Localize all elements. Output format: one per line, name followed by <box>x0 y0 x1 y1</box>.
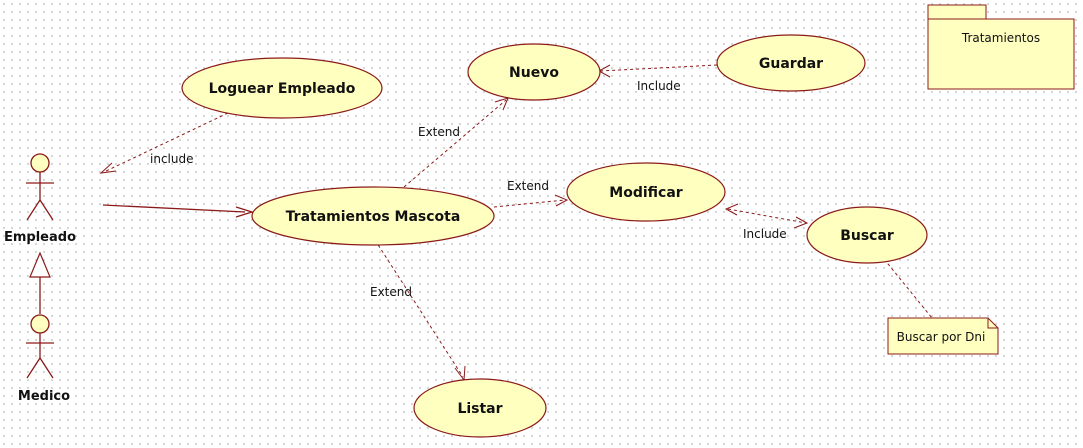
include-line-loguear[interactable] <box>103 112 229 173</box>
actor-medico[interactable] <box>26 314 54 379</box>
actor-leg-right <box>39 199 54 221</box>
package-tab <box>927 4 987 20</box>
association-arrowhead <box>235 206 255 218</box>
note-text: Buscar por Dni <box>897 330 986 344</box>
relations <box>39 64 933 382</box>
extend-arrowhead-modificar <box>554 194 569 207</box>
package-label: Tratamientos <box>961 31 1040 45</box>
include-line-guardar[interactable] <box>599 64 718 72</box>
association-line[interactable] <box>102 204 246 213</box>
usecase-label: Buscar <box>840 228 894 244</box>
usecase-tratamientos-mascota[interactable]: Tratamientos Mascota <box>251 186 495 246</box>
include-arrowhead-loguear <box>99 162 117 174</box>
usecase-label: Tratamientos Mascota <box>286 209 461 225</box>
note-body <box>887 317 999 355</box>
usecase-label: Modificar <box>609 185 682 201</box>
label-include-buscar: Include <box>743 227 787 241</box>
usecase-buscar[interactable]: Buscar <box>806 206 928 264</box>
label-include-guardar: Include <box>637 79 681 93</box>
actor-label-medico: Medico <box>18 389 70 404</box>
note-anchor-line <box>883 258 933 319</box>
label-extend-listar: Extend <box>370 285 412 299</box>
actor-head <box>30 153 50 173</box>
usecase-modificar[interactable]: Modificar <box>566 162 726 222</box>
generalization-arrowhead <box>29 251 51 278</box>
usecase-label: Guardar <box>759 56 823 72</box>
label-extend-modificar: Extend <box>507 179 549 193</box>
label-include-loguear: include <box>150 152 193 166</box>
usecase-label: Loguear Empleado <box>209 81 356 97</box>
usecase-label: Listar <box>457 401 502 417</box>
actor-leg-left <box>26 357 41 379</box>
usecase-label: Nuevo <box>509 65 559 81</box>
include-arrowhead-buscar-start <box>724 203 739 216</box>
usecase-nuevo[interactable]: Nuevo <box>467 43 601 101</box>
actor-head <box>30 314 50 334</box>
usecase-loguear-empleado[interactable]: Loguear Empleado <box>181 57 383 119</box>
label-extend-nuevo: Extend <box>418 125 460 139</box>
actor-leg-right <box>39 357 54 379</box>
usecase-listar[interactable]: Listar <box>413 378 547 438</box>
include-line-buscar[interactable] <box>727 208 807 224</box>
package-tratamientos[interactable]: Tratamientos <box>927 4 1075 90</box>
package-body <box>927 18 1075 90</box>
actor-label-empleado: Empleado <box>4 230 76 245</box>
actor-empleado[interactable] <box>26 153 54 221</box>
note-fold <box>987 318 998 329</box>
usecase-guardar[interactable]: Guardar <box>716 34 866 92</box>
actor-leg-left <box>26 199 41 221</box>
extend-line-listar[interactable] <box>374 239 464 378</box>
include-arrowhead-buscar-end <box>793 216 809 229</box>
extend-line-modificar[interactable] <box>493 199 566 208</box>
note-buscar-por-dni[interactable]: Buscar por Dni <box>887 317 999 355</box>
extend-line-nuevo[interactable] <box>403 99 507 188</box>
